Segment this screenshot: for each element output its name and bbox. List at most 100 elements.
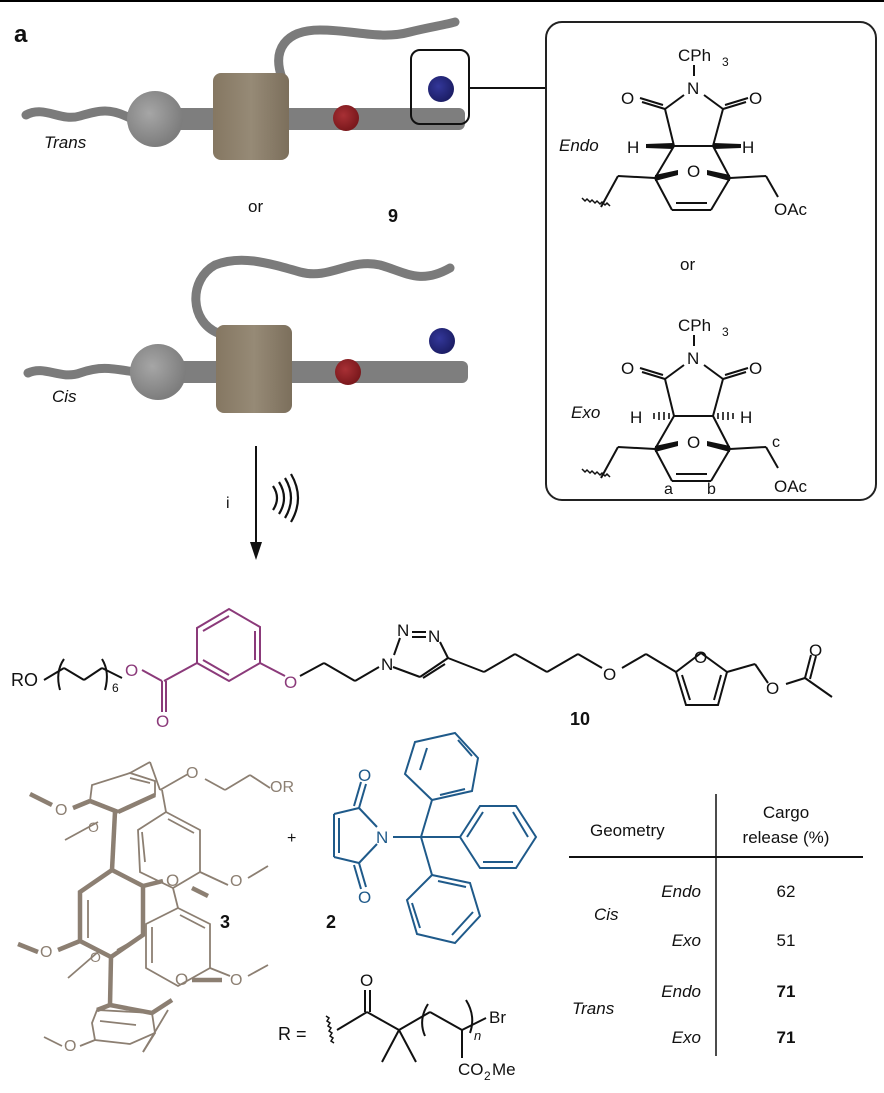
plus-sign: + <box>287 830 296 847</box>
svg-text:O: O <box>687 433 700 452</box>
position-b-label: b <box>707 481 716 498</box>
endo-wedge-o-left <box>655 170 678 181</box>
svg-text:O: O <box>55 802 67 819</box>
endo-wedge-o-right <box>707 170 730 181</box>
svg-text:O: O <box>40 944 52 961</box>
exo-label: Exo <box>571 403 600 422</box>
trans-polymer-tail-left <box>21 106 135 123</box>
svg-text:3: 3 <box>722 325 729 339</box>
svg-text:CO: CO <box>458 1060 484 1079</box>
release-trans-exo: 71 <box>777 1028 796 1047</box>
exo-hash-right <box>717 412 734 420</box>
endo-atoms: CPh 3 N O O H H O OAc <box>621 46 808 219</box>
compound-3-label: 3 <box>220 912 230 932</box>
trans-macrocycle <box>213 73 289 160</box>
svg-text:O: O <box>621 359 634 378</box>
svg-text:O: O <box>621 89 634 108</box>
cis-axle <box>155 361 468 383</box>
trans-rotaxane-cartoon: Trans <box>21 17 546 160</box>
geometry-cis: Cis <box>594 905 619 924</box>
svg-text:N: N <box>381 655 393 674</box>
svg-text:O: O <box>809 641 822 660</box>
svg-text:O: O <box>603 665 616 684</box>
compound-2-atoms: O O N <box>358 766 388 907</box>
or-label-cartoon: or <box>248 197 263 216</box>
trans-label: Trans <box>44 133 87 152</box>
svg-text:N: N <box>687 79 699 98</box>
svg-text:N: N <box>376 828 388 847</box>
svg-text:O: O <box>175 970 188 989</box>
svg-text:O: O <box>64 1038 76 1055</box>
svg-text:N: N <box>428 627 440 646</box>
svg-text:O: O <box>749 89 762 108</box>
svg-text:H: H <box>742 138 754 157</box>
cis-macrocycle <box>216 325 292 413</box>
compound-2-structure <box>333 731 538 945</box>
endo-wedge-left <box>646 143 673 149</box>
isomer-cis-exo: Exo <box>672 931 701 950</box>
cis-polymer-tail-top <box>191 255 455 338</box>
release-trans-endo: 71 <box>777 982 796 1001</box>
svg-text:O: O <box>687 162 700 181</box>
svg-text:O: O <box>284 673 297 692</box>
trans-axle <box>150 108 465 130</box>
svg-text:H: H <box>627 138 639 157</box>
panel-label: a <box>14 21 28 48</box>
svg-text:CPh: CPh <box>678 46 711 65</box>
exo-wedge-o-left <box>655 441 678 452</box>
compound-2-label: 2 <box>326 912 336 932</box>
svg-text:H: H <box>630 408 642 427</box>
svg-text:O: O <box>358 888 371 907</box>
exo-structure <box>581 335 779 482</box>
cis-polymer-tail-left <box>23 363 140 380</box>
svg-text:O: O <box>166 871 179 890</box>
ro-label: RO <box>11 670 38 690</box>
or-label: OR <box>270 779 294 796</box>
repeat-subscript: 6 <box>112 681 119 695</box>
condition-label: i <box>226 495 230 512</box>
svg-text:Me: Me <box>492 1060 516 1079</box>
compound-10-structure: RO 6 O O O <box>11 607 833 731</box>
compound-9-label: 9 <box>388 206 398 226</box>
endo-wedge-right <box>714 143 741 149</box>
svg-text:O: O <box>90 949 101 965</box>
svg-text:O: O <box>88 819 99 835</box>
svg-text:n: n <box>474 1028 481 1043</box>
cargo-release-table: Geometry Cargo release (%) Cis Endo 62 E… <box>569 794 863 1056</box>
svg-text:Br: Br <box>489 1008 506 1027</box>
exo-atoms: CPh 3 N O O H H O OAc a b c <box>621 316 808 498</box>
isomer-trans-exo: Exo <box>672 1028 701 1047</box>
r-group-structure: R = O Br n CO 2 Me <box>278 971 516 1083</box>
svg-text:O: O <box>186 765 198 782</box>
inset-box <box>545 21 877 501</box>
position-c-label: c <box>772 434 780 451</box>
endo-label: Endo <box>559 136 599 155</box>
svg-text:3: 3 <box>722 55 729 69</box>
top-border <box>0 0 884 2</box>
svg-text:O: O <box>230 972 242 989</box>
reaction-arrow: i <box>226 446 300 560</box>
svg-text:O: O <box>125 661 138 680</box>
cis-stopper <box>130 344 186 400</box>
svg-text:CPh: CPh <box>678 316 711 335</box>
exo-hash-left <box>653 412 670 420</box>
svg-text:2: 2 <box>484 1069 491 1083</box>
trans-blue-bead <box>428 76 454 102</box>
svg-text:O: O <box>766 679 779 698</box>
endo-structure <box>581 65 779 211</box>
cis-blue-bead <box>429 328 455 354</box>
isomer-trans-endo: Endo <box>661 982 701 1001</box>
header-geometry: Geometry <box>590 821 665 840</box>
header-release: release (%) <box>743 828 830 847</box>
compound-10-label: 10 <box>570 709 590 729</box>
position-a-label: a <box>664 481 673 498</box>
release-cis-exo: 51 <box>777 931 796 950</box>
cis-label: Cis <box>52 387 77 406</box>
compound-3-atoms: O O O OR O O O O O O O <box>40 765 294 1055</box>
svg-text:O: O <box>358 766 371 785</box>
or-label-inset: or <box>680 255 695 274</box>
svg-text:N: N <box>687 349 699 368</box>
svg-text:O: O <box>694 648 707 667</box>
svg-text:H: H <box>740 408 752 427</box>
